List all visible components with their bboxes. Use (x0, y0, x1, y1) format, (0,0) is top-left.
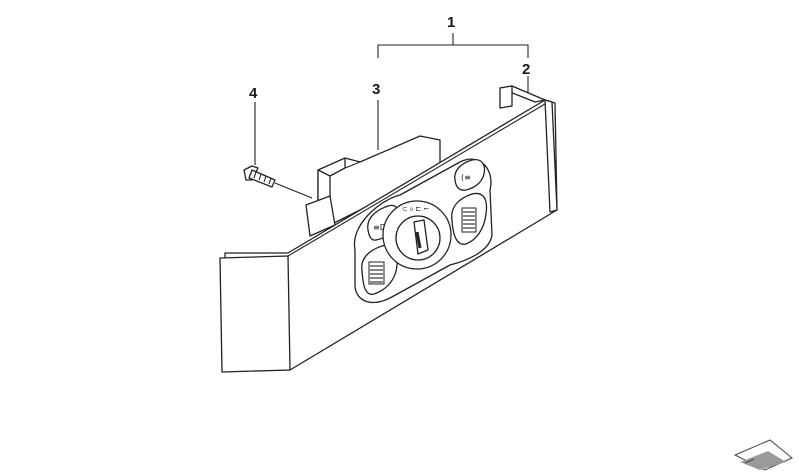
navigation-arrow-icon (451, 192, 488, 245)
svg-text:(≡: (≡ (461, 173, 471, 182)
callout-1: 1 (447, 14, 455, 31)
switch-module-part-3 (305, 135, 441, 237)
callout-2: 2 (522, 61, 530, 78)
rear-fog-icon: (≡ (454, 159, 486, 191)
screw-axis-line (274, 182, 313, 199)
headlight-switch-icon: ⊂ ₀ ⊏ ⌐ (382, 200, 452, 270)
switch-face: ≡D ⊂ ₀ ⊏ ⌐ (≡ (353, 158, 493, 303)
callout-3: 3 (372, 81, 380, 98)
screw-part-4 (243, 165, 276, 188)
svg-text:⊂ ₀ ⊏ ⌐: ⊂ ₀ ⊏ ⌐ (402, 205, 429, 213)
dimmer-wheel-icon (361, 244, 398, 295)
navigation-arrow-icon-corner (733, 439, 793, 471)
leader-lines (254, 33, 529, 199)
callout-4: 4 (249, 85, 258, 102)
svg-text:≡D: ≡D (373, 223, 386, 232)
callout-1-bracket (377, 44, 529, 58)
